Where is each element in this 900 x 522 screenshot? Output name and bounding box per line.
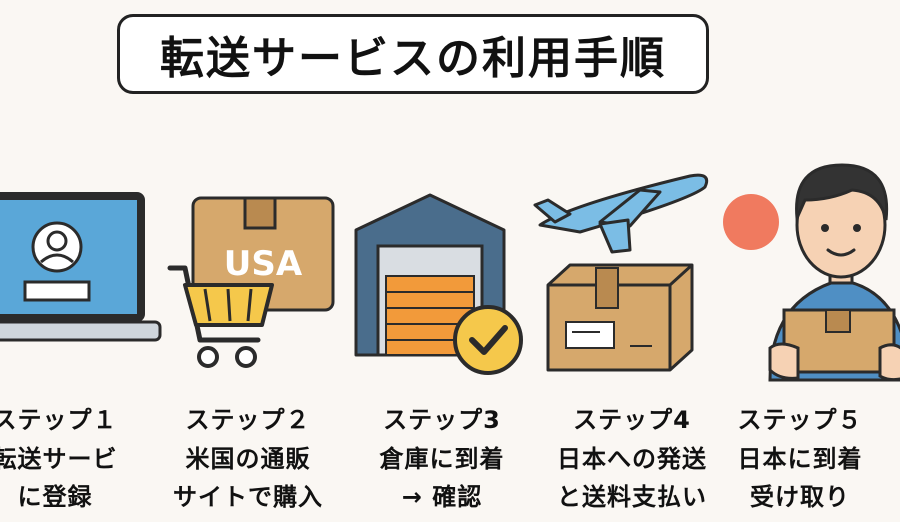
check-circle-icon (453, 305, 523, 375)
step-3-label: ステップ3 (383, 406, 501, 434)
step-5: ステップ５ 日本に到着 受け取り (702, 400, 898, 516)
step-2-label: ステップ２ (185, 406, 311, 434)
diagram-title: 転送サービスの利用手順 (160, 33, 666, 84)
step-1: ステップ１ 転送サービ に登録 (0, 400, 155, 516)
step-4: ステップ4 日本への発送 と送料支払い (532, 400, 732, 516)
illustrations: USA (0, 163, 900, 382)
step-5-label: ステップ５ (737, 406, 863, 434)
step-4-desc-line2: と送料支払い (557, 483, 707, 511)
step-4-label: ステップ4 (573, 406, 691, 434)
usa-box-label: USA (224, 244, 303, 284)
laptop-icon (0, 192, 162, 342)
step-2: ステップ２ 米国の通販 サイトで購入 (148, 400, 348, 516)
step-3: ステップ3 倉庫に到着 → 確認 (342, 400, 542, 516)
step-1-desc-line1: 転送サービ (0, 445, 118, 473)
shopping-cart-icon: USA (167, 196, 335, 368)
step-4-desc-line1: 日本への発送 (557, 445, 707, 473)
airplane-box-icon (533, 173, 709, 372)
step-1-desc-line2: に登録 (17, 483, 93, 511)
step-2-desc-line2: サイトで購入 (173, 483, 323, 511)
warehouse-icon (354, 193, 523, 375)
step-2-desc-line1: 米国の通販 (185, 445, 311, 473)
person-receiving-icon (768, 163, 900, 382)
red-dot-icon (723, 194, 779, 250)
step-3-desc-line1: 倉庫に到着 (379, 445, 505, 473)
step-5-desc-line2: 受け取り (750, 483, 850, 511)
step-1-label: ステップ１ (0, 406, 118, 434)
step-3-desc-line2: → 確認 (401, 483, 483, 511)
title-box: 転送サービスの利用手順 (117, 14, 709, 94)
step-5-desc-line1: 日本に到着 (737, 445, 863, 473)
